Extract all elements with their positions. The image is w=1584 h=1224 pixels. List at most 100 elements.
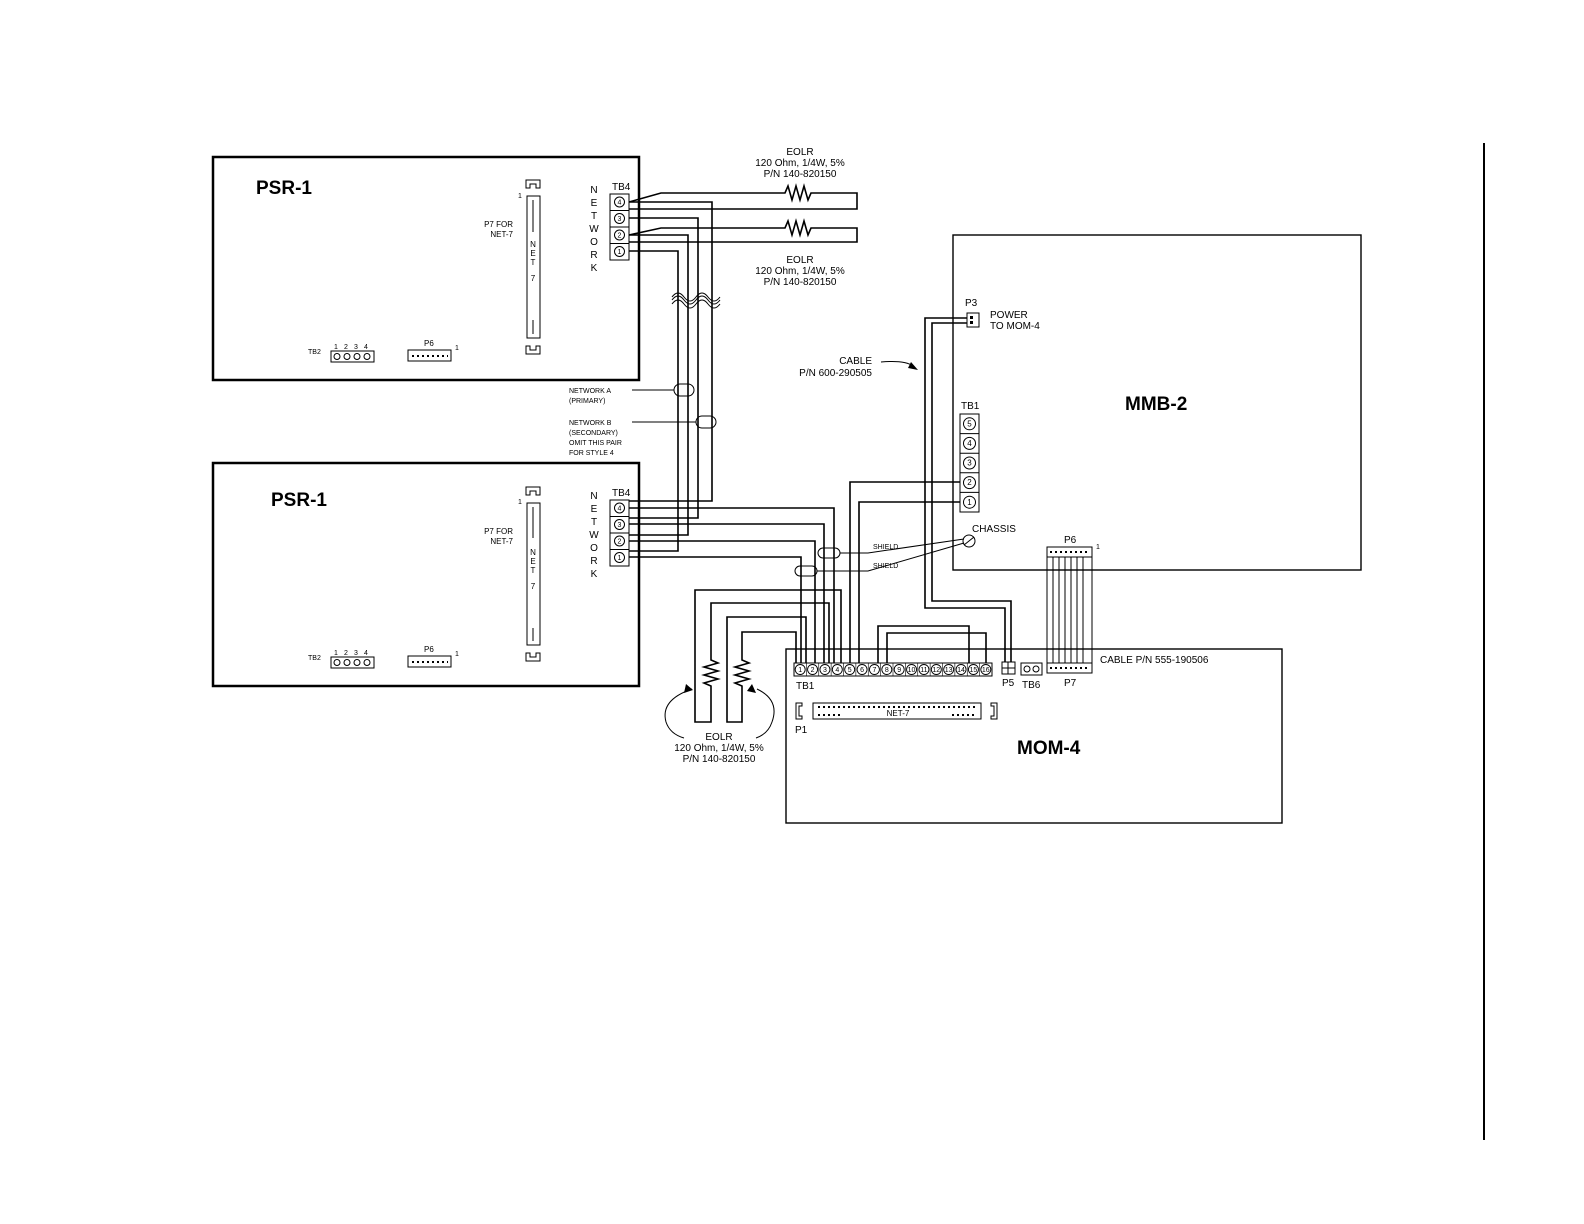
psr-top-tb4-term: 2 [618, 233, 622, 240]
eolr-mid-label: P/N 140-820150 [764, 277, 837, 288]
psr-bottom-p7-label: P7 FOR [484, 527, 513, 536]
mmb2-tb1-term: 4 [967, 439, 972, 448]
eolr-mid-label: EOLR [786, 255, 813, 266]
psr-bottom-network-letter: T [591, 517, 597, 528]
mom4-tb1-term-number: 6 [860, 667, 864, 674]
psr-top-network-letter: N [590, 185, 597, 196]
mmb2-p6-pin: 1 [1096, 544, 1100, 551]
cable-label: CABLE [839, 356, 872, 367]
psr-top-tb2-pin: 3 [354, 344, 358, 351]
psr-top-tb2-pin: 4 [364, 344, 368, 351]
eolr-top-label: 120 Ohm, 1/4W, 5% [755, 158, 845, 169]
psr-bottom-p7-label: NET-7 [490, 537, 513, 546]
psr-bottom-tb2-pin: 3 [354, 650, 358, 657]
psr-top-network-letter: K [591, 263, 598, 274]
psr-bottom-p6-label: P6 [424, 645, 434, 654]
mom4-title: MOM-4 [1017, 738, 1081, 759]
mom4-p5-label: P5 [1002, 678, 1015, 689]
mom4-tb1-terminal [831, 664, 843, 675]
mom4-tb1-terminal [807, 664, 819, 675]
psr-top-tb4-term: 1 [618, 249, 622, 256]
mom4-tb1-terminal [955, 664, 967, 675]
psr-bottom-net7-letter: E [530, 557, 535, 566]
psr-top-net7-letter: N [530, 240, 536, 249]
psr-top-net7-letter: 7 [531, 274, 536, 283]
mom4-tb1-term-number: 15 [970, 667, 978, 674]
mmb2-tb1-term: 2 [967, 478, 972, 487]
mom4-tb1-term-number: 13 [945, 667, 953, 674]
mom4-tb1-term-number: 16 [982, 667, 990, 674]
mom4-tb1-terminal [856, 664, 868, 675]
psr-top-network-letter: T [591, 211, 597, 222]
network-labels: NETWORK A (PRIMARY) NETWORK B (SECONDARY… [569, 388, 622, 457]
psr-bottom-title: PSR-1 [271, 490, 327, 511]
network-b-label: (SECONDARY) [569, 430, 618, 437]
psr-top-tb4-term: 4 [618, 200, 622, 207]
mom4-tb1-term-number: 2 [811, 667, 815, 674]
psr-bottom-net7-letter: 7 [531, 582, 536, 591]
psr-top-tb2-pin: 1 [334, 344, 338, 351]
psr-bottom-tb4-term: 4 [618, 506, 622, 513]
network-a-label: (PRIMARY) [569, 398, 605, 405]
psr-top-network-letter: W [589, 224, 599, 235]
mom4-tb6-label: TB6 [1022, 680, 1041, 691]
mom4-tb1-terminal [967, 664, 979, 675]
psr-top-p7-label: P7 FOR [484, 220, 513, 229]
mom4-tb1-term-number: 9 [897, 667, 901, 674]
psr-bottom-net7-letter: T [531, 566, 536, 575]
mom4-tb1-terminal [906, 664, 918, 675]
psr-bottom-tb2-pin: 2 [344, 650, 348, 657]
network-a-label: NETWORK A [569, 388, 611, 395]
cable-label: P/N 600-290505 [799, 368, 872, 379]
mmb2-p6-label: P6 [1064, 535, 1077, 546]
mom4-tb1-term-number: 5 [848, 667, 852, 674]
network-b-label: OMIT THIS PAIR [569, 440, 622, 447]
psr-bottom-tb2-label: TB2 [308, 655, 321, 662]
mom4-network-wiring: SHIELD SHIELD [629, 481, 987, 663]
mom4-tb1-terminal [794, 664, 806, 675]
mom4-tb1-terminal [943, 664, 955, 675]
eolr-bottom-label: P/N 140-820150 [683, 754, 756, 765]
psr-bottom-net7-letter: N [530, 548, 536, 557]
psr-top-board: PSR-1 1 N E T 7 P7 FOR NET-7 N E T W O R… [211, 155, 641, 382]
psr-bottom-tb4-term: 1 [618, 555, 622, 562]
shield-label: SHIELD [873, 544, 898, 551]
psr-bottom-tb2-pin: 1 [334, 650, 338, 657]
mmb2-power-label: POWER [990, 310, 1028, 321]
psr-top-network-letter: O [590, 237, 598, 248]
eolr-top-label: P/N 140-820150 [764, 169, 837, 180]
mom4-tb1-term-number: 14 [957, 667, 965, 674]
psr-bottom-network-letter: E [591, 504, 598, 515]
network-b-label: NETWORK B [569, 420, 612, 427]
mom4-tb1-term-number: 3 [823, 667, 827, 674]
mom4-tb1-term-number: 12 [932, 667, 940, 674]
psr-top-tb2-label: TB2 [308, 349, 321, 356]
psr-top-p6-pin: 1 [455, 345, 459, 352]
psr-top-p7-label: NET-7 [490, 230, 513, 239]
psr-bottom-p6-pin: 1 [455, 651, 459, 658]
power-wire-2 [931, 322, 1012, 662]
psr-bottom-tb4-label: TB4 [612, 488, 631, 499]
mmb2-p3-label: P3 [965, 298, 978, 309]
psr-bottom-network-letter: K [591, 569, 598, 580]
mom4-tb1-terminal [819, 664, 831, 675]
mom4-tb1-terminal [881, 664, 893, 675]
network-b-label: FOR STYLE 4 [569, 450, 614, 457]
psr-top-network-letter: R [590, 250, 597, 261]
mom4-tb1-term-number: 11 [920, 667, 927, 674]
mom4-tb1-terminal [918, 664, 930, 675]
eolr-bottom-label: EOLR [705, 732, 732, 743]
mom4-tb1-terminal [893, 664, 905, 675]
psr-top-tb2-pin: 2 [344, 344, 348, 351]
mmb2-power-label: TO MOM-4 [990, 321, 1040, 332]
psr-bottom-tb4-term: 2 [618, 539, 622, 546]
network-wiring [629, 201, 721, 552]
mom4-tb1-term-number: 8 [885, 667, 889, 674]
mom4-tb1-terminal [930, 664, 942, 675]
psr-top-net7-letter: E [530, 249, 535, 258]
eolr-top-label: EOLR [786, 147, 813, 158]
mmb2-tb1-term: 5 [967, 420, 972, 429]
psr-top-tb4-term: 3 [618, 216, 622, 223]
psr-top-network-letter: E [591, 198, 598, 209]
